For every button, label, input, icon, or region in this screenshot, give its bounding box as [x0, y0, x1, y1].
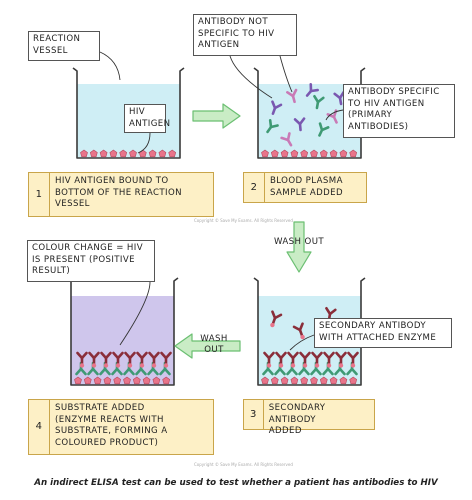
secondary-antibody-icon: [287, 351, 299, 368]
antibody-not-specific-label: ANTIBODY NOT SPECIFIC TO HIV ANTIGEN: [193, 14, 297, 56]
step-1-text: HIV ANTIGEN BOUND TO BOTTOM OF THE REACT…: [55, 176, 182, 209]
connector-colour-change: [119, 281, 151, 346]
step-2-text: BLOOD PLASMA SAMPLE ADDED: [270, 176, 344, 198]
wash-out-label-2: WASH OUT: [200, 334, 228, 355]
step-4-box: 4 SUBSTRATE ADDED (ENZYME REACTS WITH SU…: [28, 399, 214, 455]
hiv-antigen-label: HIV ANTIGEN: [124, 104, 170, 133]
step-2-number: 2: [244, 173, 265, 202]
secondary-antibody-icon: [88, 351, 100, 368]
secondary-antibody-icon: [76, 351, 88, 368]
secondary-antibody-icon: [335, 351, 347, 368]
step-3-box: 3 SECONDARY ANTIBODY ADDED: [243, 399, 375, 436]
beaker-1: [72, 67, 185, 159]
figure-caption: An indirect ELISA test can be used to te…: [34, 478, 438, 488]
antibody-icon: [313, 94, 325, 110]
step-1-box: 1 HIV ANTIGEN BOUND TO BOTTOM OF THE REA…: [28, 172, 214, 217]
wash-out-label-1: WASH OUT: [273, 237, 325, 247]
secondary-antibody-icon: [148, 351, 160, 368]
left-arrow: [174, 333, 241, 359]
step-1-number: 1: [29, 173, 50, 216]
connector-secondary: [289, 334, 315, 351]
secondary-antibody-icon: [100, 351, 112, 368]
secondary-antibody-icon: [323, 351, 335, 368]
antibody-specific-label: ANTIBODY SPECIFIC TO HIV ANTIGEN (PRIMAR…: [343, 84, 455, 138]
secondary-antibody-icon: [275, 351, 287, 368]
connector-not-specific-1: [279, 55, 293, 93]
antibody-icon: [286, 88, 298, 104]
secondary-antibody-icon: [124, 351, 136, 368]
down-arrow: [286, 221, 312, 273]
secondary-antibody-icon: [292, 322, 305, 340]
antibody-icon: [266, 119, 279, 134]
secondary-antibody-enzyme-label: SECONDARY ANTIBODY WITH ATTACHED ENZYME: [314, 318, 452, 348]
secondary-antibody-icon: [311, 351, 323, 368]
step-2-box: 2 BLOOD PLASMA SAMPLE ADDED: [243, 172, 367, 203]
secondary-antibody-icon: [160, 351, 172, 368]
antibody-icon: [333, 90, 345, 106]
secondary-antibody-icon: [263, 351, 275, 368]
step-3-text: SECONDARY ANTIBODY ADDED: [268, 403, 326, 436]
antibody-icon: [305, 82, 319, 97]
connector-reaction-vessel: [99, 51, 121, 81]
secondary-antibody-icon: [112, 351, 124, 368]
secondary-antibody-icon: [270, 310, 283, 328]
step-4-number: 4: [29, 400, 50, 454]
connector-not-specific-2: [229, 55, 273, 99]
right-arrow: [192, 103, 241, 129]
connector-hiv-antigen: [137, 132, 151, 154]
beaker-2: [253, 67, 366, 159]
colour-change-label: COLOUR CHANGE = HIV IS PRESENT (POSITIVE…: [27, 240, 155, 282]
secondary-antibody-icon: [299, 351, 311, 368]
secondary-antibody-icon: [136, 351, 148, 368]
secondary-antibody-icon: [347, 351, 359, 368]
antibody-icon: [293, 117, 306, 132]
beaker-3: [253, 277, 366, 386]
step-4-text: SUBSTRATE ADDED (ENZYME REACTS WITH SUBS…: [55, 403, 168, 448]
antibody-icon: [271, 100, 283, 115]
antibody-icon: [280, 132, 293, 147]
reaction-vessel-label: REACTION VESSEL: [28, 31, 100, 61]
antibody-icon: [318, 122, 330, 137]
copyright-notice-1: Copyright © Save My Exams. All Rights Re…: [194, 218, 293, 223]
step-3-number: 3: [244, 400, 264, 429]
connector-specific: [325, 109, 344, 121]
copyright-notice-2: Copyright © Save My Exams. All Rights Re…: [194, 462, 293, 467]
